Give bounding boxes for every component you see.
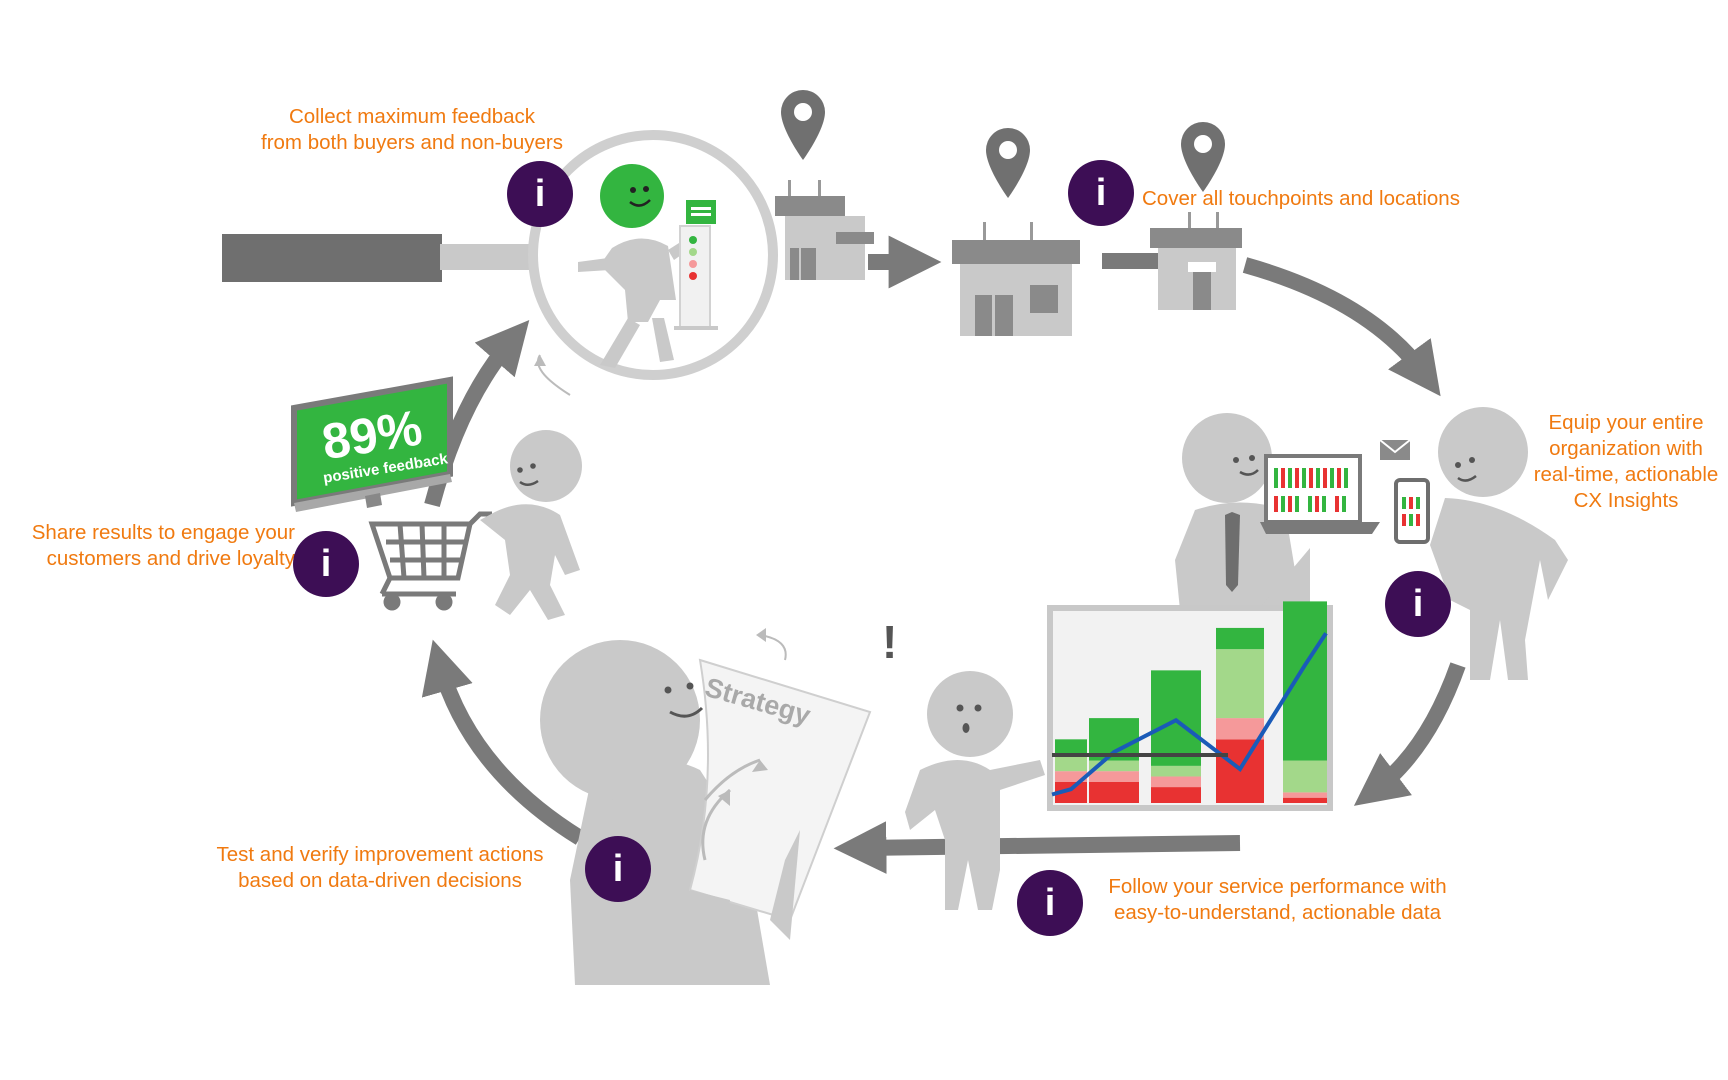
employee-with-phone bbox=[1430, 407, 1568, 680]
chart-bar-segment bbox=[1151, 776, 1201, 788]
motion-swoosh bbox=[756, 628, 766, 642]
arrow-top-right bbox=[1242, 257, 1441, 397]
store-icon bbox=[1150, 212, 1242, 310]
chart-bar-segment bbox=[1055, 755, 1087, 772]
chart-bar-segment bbox=[1283, 797, 1327, 803]
chart-bar-segment bbox=[1089, 781, 1139, 803]
map-pin-icon bbox=[1181, 122, 1225, 192]
chart-bar-segment bbox=[1089, 771, 1139, 782]
step-caption-follow: Follow your service performance with eas… bbox=[1108, 875, 1447, 924]
smartphone-icon bbox=[1394, 478, 1430, 544]
arrow-bottom bbox=[833, 821, 1241, 875]
shopping-cart-icon bbox=[368, 511, 492, 611]
exclamation-mark: ! bbox=[882, 616, 898, 668]
strategy-figure bbox=[540, 640, 872, 985]
envelope-icon bbox=[1379, 439, 1411, 460]
laptop-icon bbox=[1260, 454, 1380, 534]
info-button-touchpoints[interactable]: i bbox=[1068, 160, 1134, 226]
step-caption-test: Test and verify improvement actions base… bbox=[216, 843, 544, 892]
feedback-kiosk-icon bbox=[674, 200, 718, 330]
monitor-icon bbox=[291, 376, 453, 512]
chart-bar-segment bbox=[1055, 771, 1087, 782]
shopper-figure bbox=[480, 430, 582, 620]
info-button-follow[interactable]: i bbox=[1017, 870, 1083, 936]
map-pin-icon bbox=[986, 128, 1030, 198]
performance-chart bbox=[1047, 548, 1333, 811]
customer-green-head bbox=[578, 164, 694, 368]
info-button-equip[interactable]: i bbox=[1385, 571, 1451, 637]
chart-bar-segment bbox=[1216, 718, 1264, 740]
chart-bar-segment bbox=[1055, 781, 1087, 803]
chart-bar-segment bbox=[1151, 787, 1201, 803]
info-button-test[interactable]: i bbox=[585, 836, 651, 902]
chart-bar-segment bbox=[1283, 792, 1327, 798]
chart-bar-segment bbox=[1216, 649, 1264, 719]
info-button-share[interactable]: i bbox=[293, 531, 359, 597]
motion-swoosh bbox=[534, 355, 546, 366]
store-icon bbox=[775, 180, 874, 280]
chart-bar-segment bbox=[1283, 760, 1327, 793]
chart-presenter bbox=[905, 671, 1045, 910]
arrow-right-down bbox=[1353, 662, 1466, 806]
step-caption-touchpoints: Cover all touchpoints and locations bbox=[1142, 187, 1460, 210]
chart-bar-segment bbox=[1151, 765, 1201, 777]
chart-bar-segment bbox=[1089, 760, 1139, 772]
chart-bar-segment bbox=[1216, 627, 1264, 650]
step-caption-collect: Collect maximum feedback from both buyer… bbox=[261, 105, 563, 154]
step-caption-equip: Equip your entire organization with real… bbox=[1533, 411, 1719, 512]
info-button-collect[interactable]: i bbox=[507, 161, 573, 227]
step-caption-share: Share results to engage your customers a… bbox=[31, 521, 295, 570]
chart-bar-segment bbox=[1055, 739, 1087, 756]
chart-bar-segment bbox=[1283, 601, 1327, 761]
map-pin-icon bbox=[781, 90, 825, 160]
chart-trend-line bbox=[1051, 632, 1328, 797]
arrow-bottom-left bbox=[421, 639, 585, 845]
store-icon bbox=[952, 222, 1080, 336]
